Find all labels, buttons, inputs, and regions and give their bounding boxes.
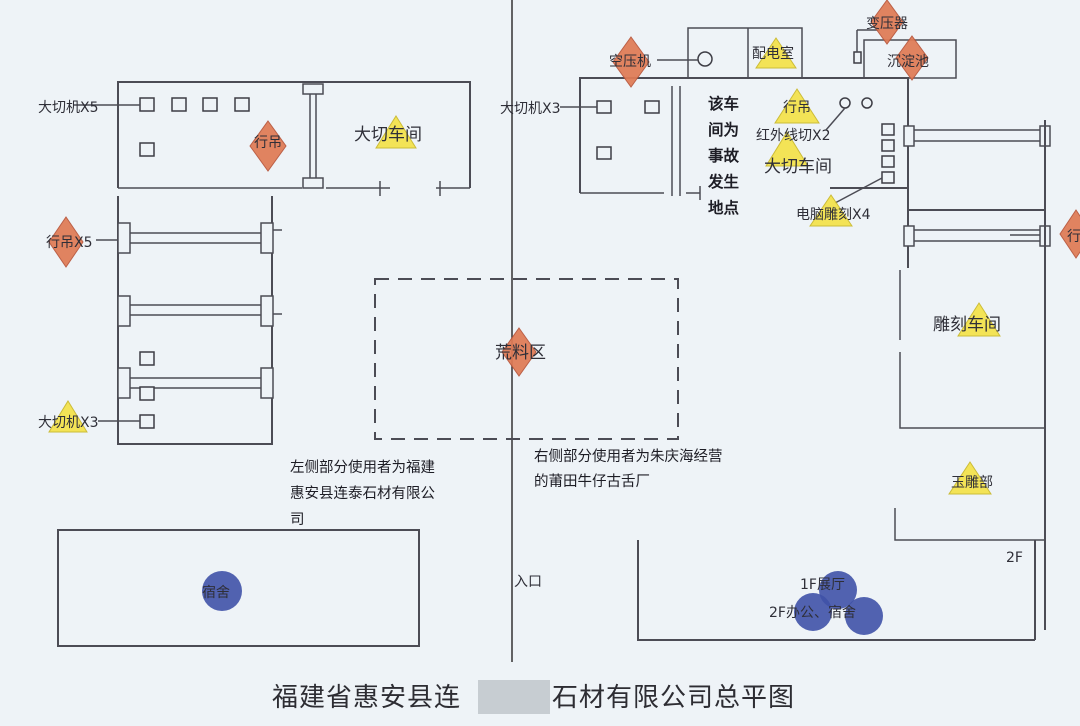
- label-dorm: 宿舍: [202, 584, 230, 601]
- stone-cutter: [139, 97, 155, 112]
- dorm-building: [57, 529, 420, 647]
- label-transformer: 变压器: [866, 16, 908, 32]
- label-engraving: 雕刻车间: [933, 315, 1001, 335]
- label-right-crane: 行吊: [783, 100, 811, 116]
- label-sedimentation: 沉淀池: [887, 54, 929, 70]
- stone-cutter: [139, 386, 155, 401]
- low-hazard-marker: [202, 571, 242, 611]
- redaction-blur: [478, 680, 550, 714]
- label-office: 2F办公、宿舍: [769, 604, 856, 621]
- major-hazard-marker: [612, 36, 650, 88]
- stone-cutter: [139, 351, 155, 366]
- waste-stone-area: [374, 278, 679, 440]
- plan-title-left: 福建省惠安县连: [272, 683, 461, 713]
- note-accident-3: 事故: [708, 146, 740, 165]
- note-left-user-3: 司: [290, 512, 305, 528]
- label-cutters-bottom: 大切机X3: [38, 415, 99, 431]
- general-hazard-marker: [948, 461, 992, 495]
- stone-cutter: [139, 142, 155, 157]
- stone-cutter: [139, 414, 155, 429]
- note-accident-2: 间为: [708, 120, 739, 139]
- cnc-engraver: [881, 171, 895, 184]
- general-hazard-marker: [765, 131, 809, 167]
- major-hazard-marker: [48, 216, 84, 268]
- general-hazard-marker: [809, 194, 853, 227]
- label-left-workshop: 大切车间: [354, 125, 422, 145]
- cnc-engraver: [881, 139, 895, 152]
- low-hazard-marker: [794, 593, 832, 631]
- label-hall: 1F展厅: [800, 577, 845, 593]
- right-building: [560, 27, 1051, 641]
- label-crane-left: 行吊X5: [46, 235, 93, 251]
- label-right-cutters: 大切机X3: [500, 101, 561, 117]
- stone-cutter: [596, 146, 612, 160]
- crane-rail-end: [302, 177, 324, 189]
- crane-rail-end: [302, 83, 324, 95]
- cnc-engraver: [881, 123, 895, 136]
- stone-cutter: [596, 100, 612, 114]
- label-entrance: 入口: [514, 574, 542, 590]
- label-cnc: 电脑雕刻X4: [796, 207, 871, 223]
- label-compressor: 空压机: [609, 54, 651, 70]
- low-hazard-marker: [819, 571, 857, 609]
- label-crane-edge: 行吊: [1067, 229, 1080, 245]
- major-hazard-marker: [895, 35, 929, 81]
- major-hazard-marker: [501, 327, 537, 377]
- note-accident-5: 地点: [708, 198, 740, 217]
- infrared-cutter: [861, 97, 873, 109]
- left-building: [74, 81, 471, 445]
- general-hazard-marker: [375, 115, 417, 149]
- low-hazard-marker: [845, 597, 883, 635]
- general-hazard-marker: [755, 37, 797, 69]
- major-hazard-marker: [1059, 209, 1080, 259]
- stone-cutter: [202, 97, 218, 112]
- label-right-workshop: 大切车间: [764, 157, 832, 177]
- compressor-symbol: [697, 51, 713, 67]
- label-power-room: 配电室: [752, 45, 794, 62]
- note-accident-1: 该车: [708, 94, 739, 113]
- plan-title-right: 石材有限公司总平图: [552, 683, 795, 713]
- note-left-user-1: 左侧部分使用者为福建: [290, 459, 435, 476]
- label-waste-area: 荒料区: [495, 343, 546, 363]
- general-hazard-marker: [48, 400, 88, 433]
- stone-cutter: [171, 97, 187, 112]
- infrared-cutter: [839, 97, 851, 109]
- label-crane-top: 行吊: [254, 135, 282, 151]
- transformer-box: [853, 51, 862, 64]
- label-jade: 玉雕部: [951, 475, 993, 491]
- stone-cutter: [234, 97, 250, 112]
- label-infrared: 红外线切X2: [756, 128, 831, 144]
- stone-cutter: [644, 100, 660, 114]
- note-left-user-2: 惠安县连泰石材有限公: [290, 485, 435, 502]
- general-hazard-marker: [774, 88, 820, 124]
- major-hazard-marker: [249, 120, 287, 172]
- major-hazard-marker: [870, 0, 904, 45]
- note-right-user-2: 的莆田牛仔古舌厂: [534, 473, 650, 490]
- note-accident-4: 发生: [707, 172, 740, 191]
- label-2f: 2F: [1006, 550, 1023, 566]
- note-right-user-1: 右侧部分使用者为朱庆海经营: [534, 448, 723, 465]
- cnc-engraver: [881, 155, 895, 168]
- label-cutters-top: 大切机X5: [38, 100, 99, 116]
- general-hazard-marker: [957, 302, 1001, 337]
